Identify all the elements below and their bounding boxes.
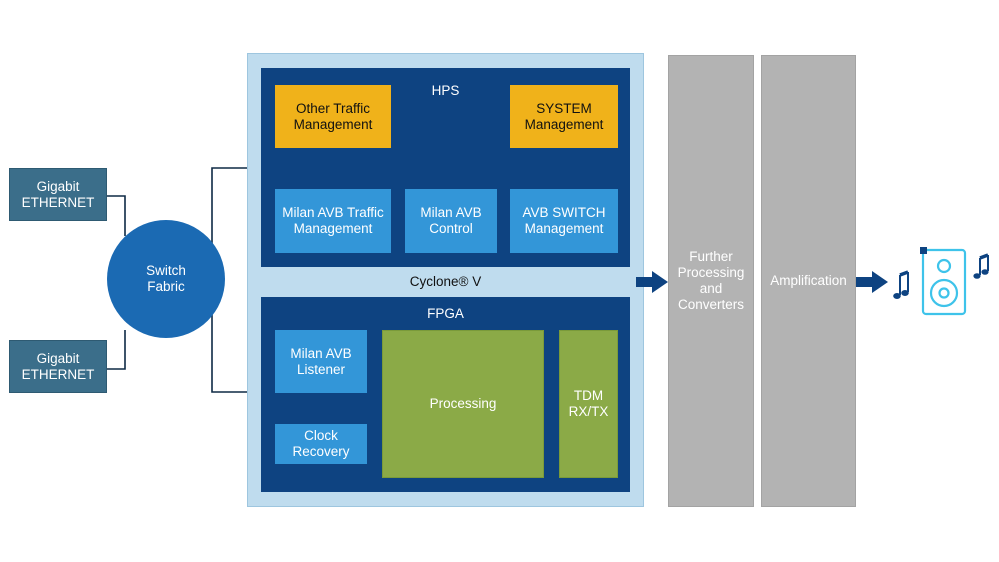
further-processing-converters: Further Processing and Converters xyxy=(668,55,754,507)
eth-top-connector xyxy=(107,195,126,236)
music-note-icon xyxy=(893,270,909,299)
other-traffic-management: Other Traffic Management xyxy=(275,85,391,148)
music-note-icon xyxy=(973,253,989,279)
hps-title: HPS xyxy=(431,83,460,98)
arrow-right-icon xyxy=(636,271,668,293)
processing-block: Processing xyxy=(382,330,544,478)
clock-recovery: Clock Recovery xyxy=(275,424,367,464)
cyclone-v-label: Cyclone® V xyxy=(409,274,482,289)
tdm-rx-tx: TDM RX/TX xyxy=(559,330,618,478)
avb-switch-management: AVB SWITCH Management xyxy=(510,189,618,253)
eth-bottom-connector xyxy=(107,330,126,370)
milan-avb-traffic-management: Milan AVB Traffic Management xyxy=(275,189,391,253)
speaker-indicator xyxy=(920,247,927,254)
gigabit-ethernet-top: Gigabit ETHERNET xyxy=(9,168,107,221)
milan-avb-listener: Milan AVB Listener xyxy=(275,330,367,393)
speaker-icon xyxy=(921,248,967,316)
amplification-block: Amplification xyxy=(761,55,856,507)
switch-fabric: Switch Fabric xyxy=(107,220,225,338)
gigabit-ethernet-bottom: Gigabit ETHERNET xyxy=(9,340,107,393)
arrow-right-icon xyxy=(856,271,888,293)
fpga-title: FPGA xyxy=(427,306,464,321)
system-management: SYSTEM Management xyxy=(510,85,618,148)
milan-avb-control: Milan AVB Control xyxy=(405,189,497,253)
